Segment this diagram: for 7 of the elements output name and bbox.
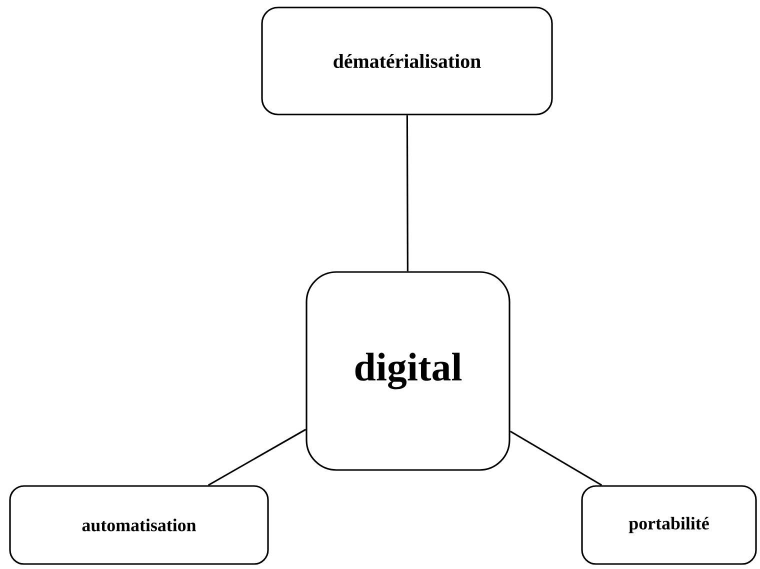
connector-line [406,115,408,272]
rounded-box: digital [306,271,510,471]
rounded-box: dématérialisation [261,6,553,116]
connector-line [208,428,306,486]
connector-line [510,430,602,486]
rounded-box: automatisation [9,485,269,565]
rounded-box: portabilité [581,485,757,565]
